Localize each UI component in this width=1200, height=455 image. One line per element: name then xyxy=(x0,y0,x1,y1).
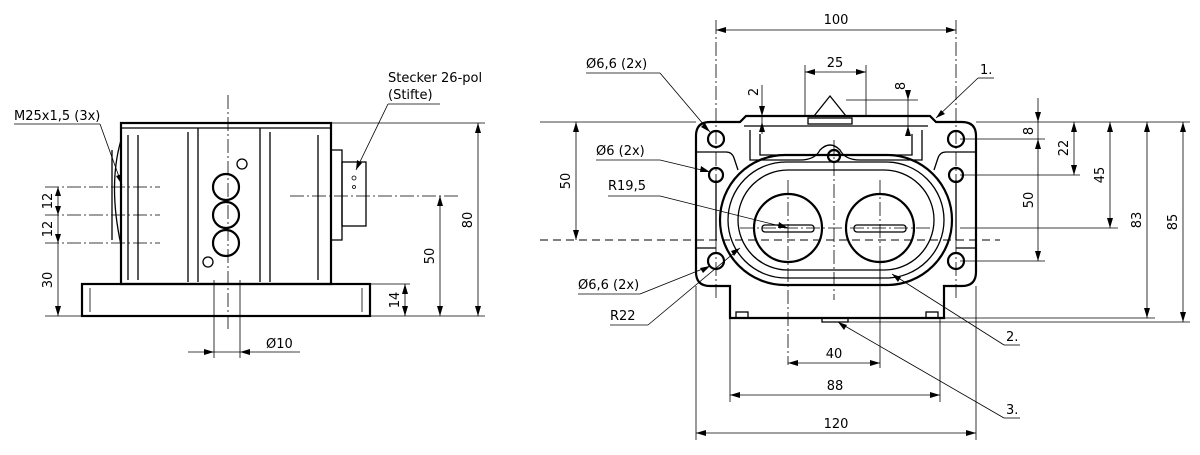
callout-2: 2. xyxy=(1006,330,1018,345)
dim-2: 2 xyxy=(747,88,762,96)
side-view: 80 50 14 12 12 30 Ø10 M25x1,5 (3x) Steck… xyxy=(14,71,485,358)
dim-25: 25 xyxy=(827,56,844,71)
dim-diameter-10: Ø10 xyxy=(266,337,293,352)
dim-88: 88 xyxy=(827,379,844,394)
dim-14: 14 xyxy=(388,292,403,309)
dim-22: 22 xyxy=(1057,140,1072,157)
side-gland-right xyxy=(331,149,343,241)
connector-26-pin xyxy=(341,161,367,227)
dim-8-top: 8 xyxy=(894,82,909,90)
side-base-plate xyxy=(80,282,372,318)
label-hole-66-bottom: Ø6,6 (2x) xyxy=(578,278,639,293)
dim-100: 100 xyxy=(824,13,849,28)
dim-8-right: 8 xyxy=(1022,127,1037,135)
dim-12-top: 12 xyxy=(41,193,56,210)
label-hole-66-top: Ø6,6 (2x) xyxy=(586,57,647,72)
label-connector-line1: Stecker 26-pol xyxy=(388,71,482,86)
label-connector-line2: (Stifte) xyxy=(388,88,433,103)
front-housing-outline xyxy=(694,114,978,320)
dim-50: 50 xyxy=(423,248,438,265)
front-view: 100 25 8 2 50 8 xyxy=(540,13,1190,440)
dim-80: 80 xyxy=(461,212,476,229)
side-gland-hole-3 xyxy=(211,228,241,258)
dim-83: 83 xyxy=(1130,212,1145,229)
side-gland-hole-2 xyxy=(211,200,241,230)
side-housing xyxy=(119,121,333,286)
label-thread: M25x1,5 (3x) xyxy=(14,109,100,124)
label-hole-6: Ø6 (2x) xyxy=(596,144,645,159)
callout-1: 1. xyxy=(980,63,992,78)
side-gland-left xyxy=(113,139,122,246)
dim-50-right: 50 xyxy=(1022,192,1037,209)
label-r195: R19,5 xyxy=(608,179,646,194)
dim-30: 30 xyxy=(41,272,56,289)
dim-40: 40 xyxy=(826,347,843,362)
dim-50-left: 50 xyxy=(559,173,574,190)
dim-12-bottom: 12 xyxy=(41,221,56,238)
dim-120: 120 xyxy=(824,417,849,432)
side-gland-hole-1 xyxy=(211,172,241,202)
label-r22: R22 xyxy=(610,309,636,324)
dim-45: 45 xyxy=(1093,167,1108,184)
window-outer xyxy=(718,153,954,287)
dim-85: 85 xyxy=(1166,214,1181,231)
callout-3: 3. xyxy=(1006,403,1018,418)
